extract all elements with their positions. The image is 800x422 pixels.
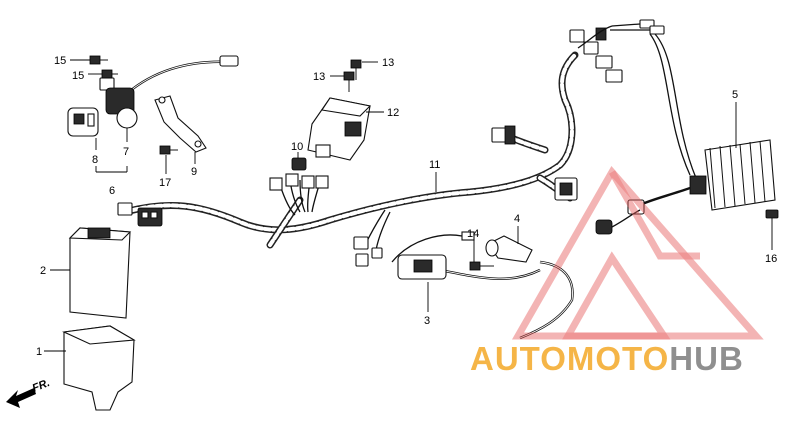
bolt-16 bbox=[765, 209, 779, 230]
callout-6: 6 bbox=[109, 185, 115, 197]
regulator-rectifier bbox=[627, 33, 776, 215]
spark-plug-cap-4 bbox=[485, 235, 533, 263]
bolt-14 bbox=[469, 261, 494, 271]
watermark-part1: AUTOMOTO bbox=[470, 340, 669, 377]
bracket-9 bbox=[154, 95, 207, 153]
bolt-13b bbox=[343, 71, 355, 92]
bolt-15a bbox=[89, 55, 108, 65]
direction-label: FR. bbox=[31, 377, 52, 395]
callout-13b: 13 bbox=[313, 71, 325, 83]
callout-10: 10 bbox=[291, 141, 303, 153]
direction-arrow-icon bbox=[6, 388, 36, 408]
fuse-box-12 bbox=[307, 97, 372, 161]
callout-2: 2 bbox=[40, 265, 46, 277]
callout-17: 17 bbox=[159, 177, 171, 189]
callout-8: 8 bbox=[92, 154, 98, 166]
callout-1: 1 bbox=[36, 346, 42, 358]
callout-13a: 13 bbox=[382, 57, 394, 69]
cdi-unit-2 bbox=[68, 227, 132, 319]
watermark-part2: HUB bbox=[669, 340, 744, 377]
callout-9: 9 bbox=[191, 166, 197, 178]
watermark-text: AUTOMOTOHUB bbox=[470, 340, 744, 377]
bolt-15b bbox=[101, 69, 118, 79]
harness-connectors bbox=[117, 19, 665, 267]
callout-15b: 15 bbox=[72, 70, 84, 82]
callout-15a: 15 bbox=[54, 55, 66, 67]
callout-14: 14 bbox=[467, 228, 479, 240]
watermark: AUTOMOTOHUB bbox=[470, 166, 764, 377]
callout-7: 7 bbox=[123, 146, 129, 158]
callout-5: 5 bbox=[732, 89, 738, 101]
ignition-switch bbox=[595, 209, 641, 235]
connector-cluster bbox=[269, 157, 329, 216]
callout-labels: 15 15 8 7 6 17 9 13 13 12 10 11 5 16 4 1… bbox=[36, 55, 777, 358]
watermark-triangle-icon bbox=[511, 166, 764, 340]
front-direction-indicator: FR. bbox=[6, 377, 52, 408]
callout-11: 11 bbox=[429, 159, 440, 171]
callout-4: 4 bbox=[514, 213, 520, 225]
rubber-cover-1 bbox=[62, 325, 136, 411]
ignition-coil-3 bbox=[391, 231, 574, 340]
bolt-17 bbox=[159, 145, 178, 155]
callout-3: 3 bbox=[424, 315, 430, 327]
bolt-13a bbox=[350, 59, 362, 80]
leader-lines bbox=[44, 59, 773, 352]
callout-16: 16 bbox=[765, 253, 777, 265]
callout-12: 12 bbox=[387, 107, 399, 119]
switch-assembly bbox=[67, 55, 239, 137]
